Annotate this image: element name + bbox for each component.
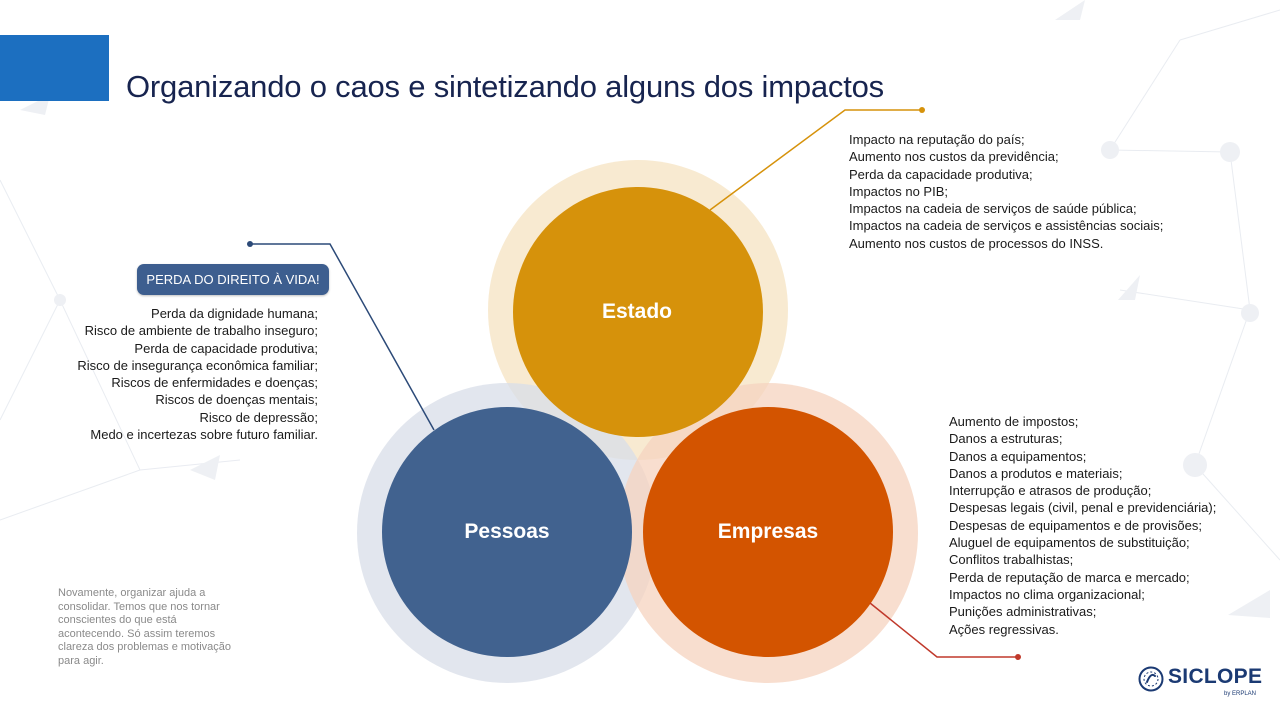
empresas-connector-dot	[1015, 654, 1021, 660]
list-item: Danos a estruturas;	[949, 431, 1063, 447]
empresas-connector	[869, 602, 1018, 658]
list-item: Danos a produtos e materiais;	[949, 465, 1123, 481]
siclope-logo-icon	[1138, 666, 1164, 692]
list-item: Perda da dignidade humana;	[151, 306, 318, 321]
list-item: Punições administrativas;	[949, 604, 1097, 620]
list-item: Perda de capacidade produtiva;	[134, 340, 318, 356]
list-item: Despesas legais (civil, penal e previden…	[949, 500, 1217, 516]
list-item: Impactos no PIB;	[849, 183, 948, 199]
footnote-text: Novamente, organizar ajuda a consolidar.…	[58, 587, 232, 667]
list-item: Conflitos trabalhistas;	[949, 552, 1074, 568]
title-accent-bar	[0, 35, 109, 101]
list-item: Riscos de enfermidades e doenças;	[111, 375, 318, 391]
estado-label: Estado	[601, 300, 673, 323]
pessoas-impacts-list: Perda da dignidade humana; Risco de ambi…	[77, 305, 318, 443]
list-item: Medo e incertezas sobre futuro familiar.	[90, 427, 318, 443]
list-item: Perda de reputação de marca e mercado;	[949, 569, 1190, 585]
list-item: Interrupção e atrasos de produção;	[949, 483, 1152, 499]
estado-impacts-list: Impacto na reputação do país; Aumento no…	[849, 131, 1163, 252]
list-item: Despesas de equipamentos e de provisões;	[949, 517, 1202, 533]
page-title: Organizando o caos e sintetizando alguns…	[126, 68, 884, 104]
logo-name: SICLOPE	[1168, 665, 1263, 688]
list-item: Impactos na cadeia de serviços de saúde …	[849, 201, 1137, 217]
list-item: Aumento nos custos da previdência;	[849, 149, 1059, 165]
empresas-circle	[643, 407, 893, 657]
list-item: Risco de insegurança econômica familiar;	[77, 357, 318, 373]
list-item: Aluguel de equipamentos de substituição;	[949, 535, 1190, 551]
list-item: Aumento de impostos;	[949, 414, 1079, 429]
list-item: Impactos no clima organizacional;	[949, 586, 1145, 602]
pessoas-connector	[250, 243, 435, 431]
list-item: Riscos de doenças mentais;	[155, 392, 318, 408]
estado-connector	[709, 109, 922, 211]
list-item: Risco de depressão;	[199, 409, 318, 425]
list-item: Impactos na cadeia de serviços e assistê…	[849, 218, 1164, 234]
empresas-impacts-list: Aumento de impostos; Danos a estruturas;…	[949, 413, 1216, 638]
list-item: Ações regressivas.	[949, 621, 1059, 637]
logo-subtitle: by ERPLAN	[1223, 691, 1256, 697]
pessoas-circle	[382, 407, 632, 657]
list-item: Aumento nos custos de processos do INSS.	[849, 235, 1104, 251]
estado-connector-dot	[919, 107, 925, 113]
list-item: Perda da capacidade produtiva;	[849, 166, 1033, 182]
list-item: Danos a equipamentos;	[949, 448, 1087, 464]
estado-circle	[513, 187, 763, 437]
list-item: Impacto na reputação do país;	[849, 132, 1025, 147]
list-item: Risco de ambiente de trabalho inseguro;	[84, 323, 318, 339]
empresas-label: Empresas	[717, 520, 819, 543]
pessoas-connector-dot	[247, 241, 253, 247]
perda-direito-vida-badge: PERDA DO DIREITO À VIDA!	[137, 264, 329, 295]
siclope-logo: SICLOPE by ERPLAN	[1138, 664, 1263, 704]
pessoas-label: Pessoas	[464, 520, 550, 543]
